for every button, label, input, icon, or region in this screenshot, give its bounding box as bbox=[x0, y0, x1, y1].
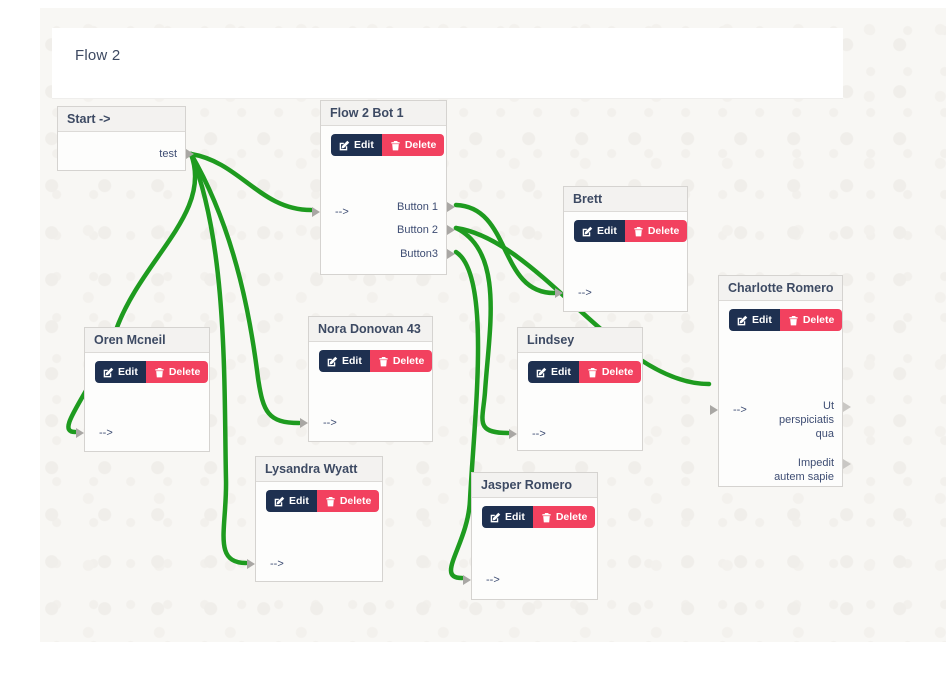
node-title: Lindsey bbox=[518, 328, 642, 353]
port-arrow-icon[interactable] bbox=[843, 459, 851, 469]
edit-button[interactable]: Edit bbox=[528, 361, 579, 383]
pencil-icon bbox=[582, 226, 593, 236]
pencil-icon bbox=[327, 356, 338, 366]
input-port[interactable]: --> bbox=[509, 426, 546, 442]
port-arrow-icon[interactable] bbox=[463, 575, 471, 585]
delete-button[interactable]: Delete bbox=[369, 350, 433, 372]
flow-node-oren[interactable]: Oren Mcneil Edit Delete --> bbox=[76, 327, 210, 452]
port-arrow-icon[interactable] bbox=[300, 418, 308, 428]
node-title: Brett bbox=[564, 187, 687, 212]
connection-flow2bot1-button2-to-lindsey-in[interactable] bbox=[453, 225, 511, 436]
trash-icon bbox=[588, 367, 597, 377]
port-arrow-icon[interactable] bbox=[312, 207, 320, 217]
trash-icon bbox=[634, 226, 643, 236]
page-title: Flow 2 bbox=[75, 47, 121, 64]
edit-button[interactable]: Edit bbox=[95, 361, 146, 383]
trash-icon bbox=[391, 140, 400, 150]
port-arrow-icon[interactable] bbox=[447, 249, 455, 259]
node-title: Nora Donovan 43 bbox=[309, 317, 432, 342]
node-title: Start -> bbox=[58, 107, 185, 132]
port-arrow-icon[interactable] bbox=[247, 559, 255, 569]
port-arrow-icon[interactable] bbox=[76, 428, 84, 438]
flow-node-jasper[interactable]: Jasper Romero Edit Delete --> bbox=[463, 472, 598, 600]
flow-node-start[interactable]: Start -> test bbox=[57, 106, 194, 171]
input-port[interactable]: --> bbox=[300, 415, 337, 431]
input-port[interactable]: --> bbox=[76, 425, 113, 441]
port-label: --> bbox=[270, 558, 284, 570]
input-port[interactable]: --> bbox=[463, 572, 500, 588]
edit-button[interactable]: Edit bbox=[482, 506, 533, 528]
trash-icon bbox=[379, 356, 388, 366]
port-label: --> bbox=[578, 287, 592, 299]
output-port-impedit-autem[interactable]: Impedit autem sapie bbox=[774, 457, 834, 483]
output-port-button3[interactable]: Button3 bbox=[400, 246, 455, 262]
edit-button[interactable]: Edit bbox=[331, 134, 382, 156]
port-label: --> bbox=[335, 206, 349, 218]
port-label: --> bbox=[733, 404, 747, 416]
flow-node-brett[interactable]: Brett Edit Delete --> bbox=[555, 186, 688, 312]
port-label: --> bbox=[486, 574, 500, 586]
flow-node-flow2bot1[interactable]: Flow 2 Bot 1 Edit Delete --> Button 1 bbox=[312, 100, 455, 275]
port-arrow-icon[interactable] bbox=[555, 288, 563, 298]
node-title: Oren Mcneil bbox=[85, 328, 209, 353]
output-port-test[interactable]: test bbox=[159, 146, 194, 162]
edit-button[interactable]: Edit bbox=[574, 220, 625, 242]
flow-node-charlotte[interactable]: Charlotte Romero Edit Delete --> Ut pers… bbox=[710, 275, 851, 487]
output-port-ut-perspiciatis[interactable]: Ut perspiciatis qua bbox=[778, 400, 834, 440]
pencil-icon bbox=[339, 140, 350, 150]
port-arrow-icon[interactable] bbox=[447, 225, 455, 235]
port-label: Button3 bbox=[400, 248, 438, 260]
edit-button[interactable]: Edit bbox=[319, 350, 370, 372]
trash-icon bbox=[155, 367, 164, 377]
port-arrow-icon[interactable] bbox=[509, 429, 517, 439]
flow-node-nora[interactable]: Nora Donovan 43 Edit Delete --> bbox=[300, 316, 433, 442]
flow-node-lindsey[interactable]: Lindsey Edit Delete --> bbox=[509, 327, 643, 451]
pencil-icon bbox=[737, 315, 748, 325]
trash-icon bbox=[789, 315, 798, 325]
delete-button[interactable]: Delete bbox=[624, 220, 688, 242]
input-port[interactable]: --> bbox=[555, 285, 592, 301]
connection-flow2bot1-button3-to-jasper-in[interactable] bbox=[448, 249, 481, 581]
trash-icon bbox=[326, 496, 335, 506]
port-label: test bbox=[159, 148, 177, 160]
input-port[interactable]: --> bbox=[247, 556, 284, 572]
delete-button[interactable]: Delete bbox=[381, 134, 445, 156]
flow-header-bar: Flow 2 bbox=[52, 28, 843, 98]
connection-start-test-to-nora-in[interactable] bbox=[188, 151, 302, 426]
node-title: Jasper Romero bbox=[472, 473, 597, 498]
delete-button[interactable]: Delete bbox=[578, 361, 642, 383]
connection-start-test-to-lysandra-in[interactable] bbox=[188, 151, 249, 566]
input-port[interactable]: --> bbox=[312, 204, 349, 220]
delete-button[interactable]: Delete bbox=[532, 506, 596, 528]
delete-button[interactable]: Delete bbox=[145, 361, 209, 383]
trash-icon bbox=[542, 512, 551, 522]
port-arrow-icon[interactable] bbox=[710, 405, 718, 415]
edit-button[interactable]: Edit bbox=[729, 309, 780, 331]
pencil-icon bbox=[103, 367, 114, 377]
node-title: Flow 2 Bot 1 bbox=[321, 101, 446, 126]
output-port-button2[interactable]: Button 2 bbox=[397, 222, 455, 238]
flow-node-lysandra[interactable]: Lysandra Wyatt Edit Delete --> bbox=[247, 456, 383, 582]
port-label: --> bbox=[532, 428, 546, 440]
port-arrow-icon[interactable] bbox=[843, 402, 851, 412]
edit-button[interactable]: Edit bbox=[266, 490, 317, 512]
port-label: Button 1 bbox=[397, 201, 438, 213]
port-label: --> bbox=[323, 417, 337, 429]
port-arrow-icon[interactable] bbox=[447, 202, 455, 212]
connection-start-test-to-flow2bot1-in[interactable] bbox=[188, 151, 314, 213]
port-label: --> bbox=[99, 427, 113, 439]
port-label: Button 2 bbox=[397, 224, 438, 236]
pencil-icon bbox=[274, 496, 285, 506]
delete-button[interactable]: Delete bbox=[779, 309, 843, 331]
port-arrow-icon[interactable] bbox=[186, 149, 194, 159]
pencil-icon bbox=[536, 367, 547, 377]
node-title: Lysandra Wyatt bbox=[256, 457, 382, 482]
pencil-icon bbox=[490, 512, 501, 522]
output-port-button1[interactable]: Button 1 bbox=[397, 199, 455, 215]
delete-button[interactable]: Delete bbox=[316, 490, 380, 512]
input-port[interactable]: --> bbox=[710, 402, 747, 418]
node-title: Charlotte Romero bbox=[719, 276, 842, 301]
